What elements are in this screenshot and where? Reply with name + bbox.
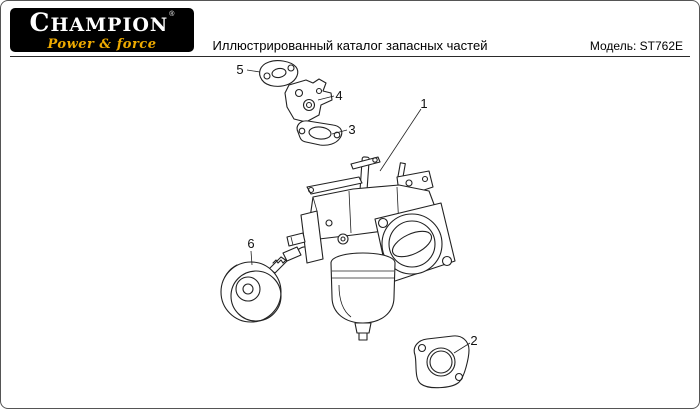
leader-lines: [246, 69, 471, 354]
callout-5: 5: [236, 62, 243, 77]
part-2-gasket: [413, 335, 470, 389]
brand-row: CHAMPION ®: [30, 10, 175, 35]
part-1-carburetor: [286, 156, 456, 341]
brand-text: CHAMPION: [29, 7, 169, 37]
callout-6: 6: [247, 236, 254, 251]
callout-numbers: 1 2 3 4 5 6: [236, 62, 477, 348]
champion-logo: CHAMPION ® Power & force: [10, 8, 194, 52]
part-6-primer: [220, 246, 310, 323]
part-3-gasket: [296, 120, 343, 146]
callout-2: 2: [470, 333, 477, 348]
part-5-gasket: [259, 60, 299, 87]
callout-4: 4: [335, 88, 342, 103]
callout-3: 3: [348, 122, 355, 137]
registered-mark: ®: [169, 10, 175, 18]
logo-tagline: Power & force: [47, 36, 157, 52]
callout-1: 1: [420, 96, 427, 111]
header-divider: [10, 56, 690, 57]
model-label: Модель: ST762E: [589, 39, 683, 53]
part-4-bracket: [284, 78, 333, 123]
catalog-title: Иллюстрированный каталог запасных частей: [212, 38, 488, 53]
